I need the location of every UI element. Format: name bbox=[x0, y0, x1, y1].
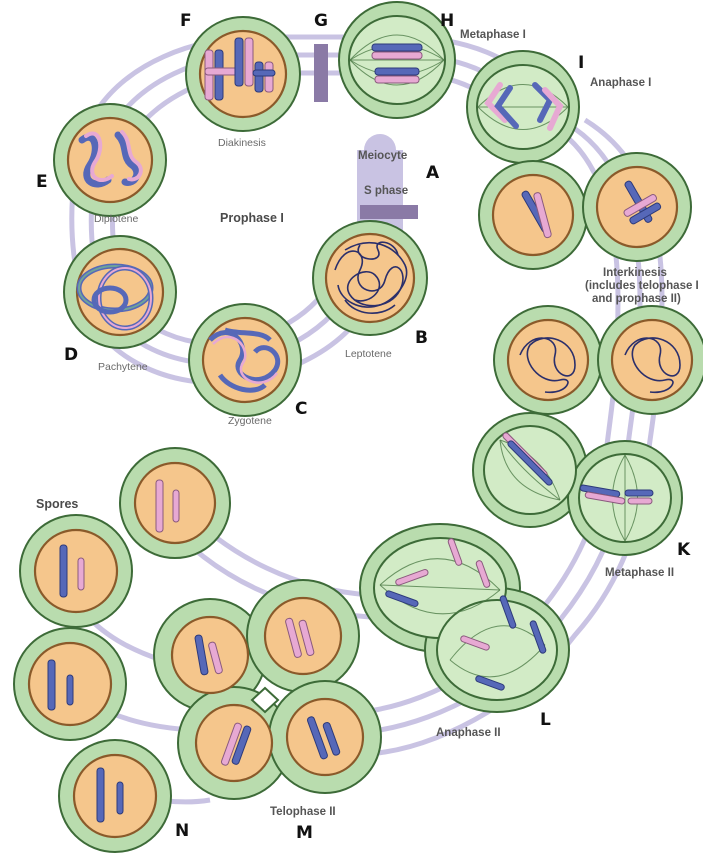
label-leptotene: Leptotene bbox=[345, 348, 392, 360]
label-h: H bbox=[440, 11, 454, 31]
label-a: A bbox=[426, 163, 440, 183]
label-interkinesis-note-1: (includes telophase I bbox=[585, 280, 699, 292]
spore-upper-left bbox=[20, 515, 132, 627]
cell-anaphase-1 bbox=[467, 51, 579, 163]
cell-diplotene bbox=[54, 104, 166, 216]
label-interkinesis-note-2: and prophase II) bbox=[592, 293, 681, 305]
spore-lower-left bbox=[14, 628, 126, 740]
cell-leptotene bbox=[313, 221, 427, 335]
label-c: C bbox=[295, 399, 307, 419]
cell-diakinesis bbox=[186, 17, 300, 131]
label-interkinesis: Interkinesis bbox=[603, 267, 667, 279]
label-s-phase: S phase bbox=[364, 185, 408, 197]
spore-top bbox=[120, 448, 230, 558]
label-metaphase-1: Metaphase I bbox=[460, 29, 526, 41]
label-anaphase-1: Anaphase I bbox=[590, 77, 651, 89]
label-zygotene: Zygotene bbox=[228, 415, 272, 427]
label-b: B bbox=[415, 328, 428, 348]
cell-telophase-2 bbox=[154, 580, 381, 799]
checkpoint-s-phase-bar bbox=[360, 205, 418, 219]
cell-metaphase-1 bbox=[339, 2, 455, 118]
label-prophase-1: Prophase I bbox=[220, 211, 284, 225]
cell-prophase-2 bbox=[494, 306, 703, 414]
cell-pachytene bbox=[64, 236, 176, 348]
label-d: D bbox=[64, 345, 78, 365]
label-l: L bbox=[540, 710, 551, 730]
label-telophase-2: Telophase II bbox=[270, 806, 336, 818]
cell-zygotene bbox=[189, 304, 301, 416]
label-m: M bbox=[296, 823, 313, 843]
label-e: E bbox=[36, 172, 48, 192]
label-n: N bbox=[175, 821, 189, 841]
label-metaphase-2: Metaphase II bbox=[605, 567, 674, 579]
label-meiocyte: Meiocyte bbox=[358, 150, 407, 162]
spore-bottom bbox=[59, 740, 171, 852]
label-diakinesis: Diakinesis bbox=[218, 137, 266, 149]
cell-anaphase-2 bbox=[360, 524, 569, 712]
label-diplotene: Diplotene bbox=[94, 213, 139, 225]
checkpoint-g-bar bbox=[314, 44, 328, 102]
label-i: I bbox=[578, 53, 584, 73]
cell-telophase-1 bbox=[479, 153, 691, 269]
label-k: K bbox=[677, 540, 691, 560]
label-g: G bbox=[314, 11, 328, 31]
label-pachytene: Pachytene bbox=[98, 361, 148, 373]
label-spores: Spores bbox=[36, 497, 78, 511]
label-f: F bbox=[180, 11, 192, 31]
label-anaphase-2: Anaphase II bbox=[436, 727, 501, 739]
